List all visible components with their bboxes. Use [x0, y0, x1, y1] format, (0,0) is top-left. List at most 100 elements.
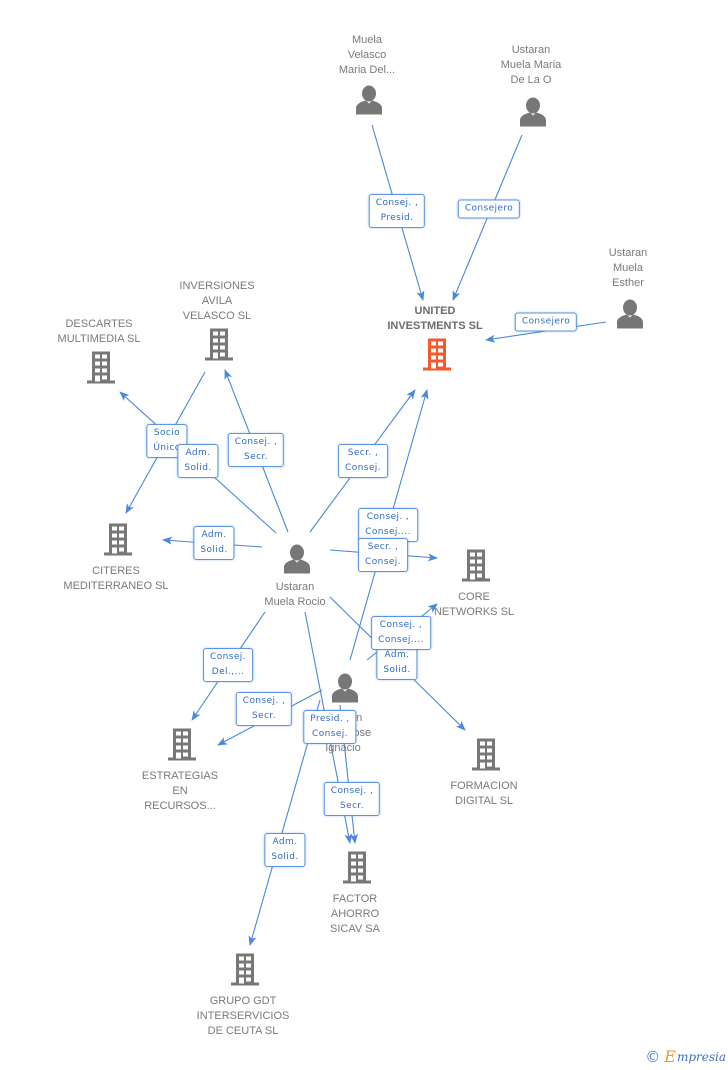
node-label-line: Ustaran: [275, 581, 315, 593]
company-name-label[interactable]: FORMACION DIGITAL SL: [419, 779, 549, 809]
relation-label-line: Secr. ,: [347, 448, 379, 458]
node-label-line: Velasco: [347, 49, 387, 61]
node-label-line: INVERSIONES: [179, 280, 255, 292]
relation-label-line: Solid.: [383, 665, 411, 675]
node-label-line: DESCARTES: [65, 318, 133, 330]
brand-logo-initial: E: [664, 1047, 676, 1066]
relation-label-line: Consej. ,: [379, 620, 423, 630]
relation-label-line: Consej. ,: [375, 198, 419, 208]
building-icon[interactable]: [342, 851, 372, 890]
node-label-line: SICAV SA: [330, 923, 380, 935]
node-label-line: Ustaran: [511, 44, 551, 56]
relation-label-line: Secr.: [244, 452, 268, 462]
node-label-line: Muela: [352, 34, 382, 46]
relation-label-line: Secr. ,: [367, 542, 399, 552]
relation-label[interactable]: Adm. Solid.: [376, 646, 418, 680]
relation-label-line: Consej. ,: [366, 512, 410, 522]
node-label-line: Muela Rocio: [264, 596, 326, 608]
building-icon[interactable]: [167, 728, 197, 767]
relation-label[interactable]: Consej. ,Secr.: [323, 782, 381, 816]
relation-label-line: Presid. ,: [310, 714, 350, 724]
node-label-line: FORMACION: [450, 780, 518, 792]
relation-label[interactable]: Consej. , Consej....: [358, 508, 418, 542]
person-icon[interactable]: [331, 673, 359, 708]
node-label-line: DIGITAL SL: [454, 795, 514, 807]
node-label-line: De La O: [510, 74, 552, 86]
relation-label[interactable]: Adm. Solid.: [177, 444, 219, 478]
copyright-icon: ©: [645, 1047, 661, 1066]
node-label-line: CITERES: [92, 565, 140, 577]
relation-label-line: Único: [153, 443, 181, 453]
relation-label-line: Secr.: [252, 711, 276, 721]
company-name-label[interactable]: UNITED INVESTMENTS SL: [370, 304, 500, 334]
relation-label[interactable]: Consej. , Presid.: [368, 194, 426, 228]
building-icon[interactable]: [471, 738, 501, 777]
node-label-line: UNITED: [414, 305, 456, 317]
relation-label[interactable]: Consej. ,Secr.: [227, 433, 285, 467]
node-label-line: Muela: [613, 262, 643, 274]
person-icon[interactable]: [616, 299, 644, 334]
brand-logo-text: mpresia: [676, 1049, 726, 1064]
relation-label-line: Consejero: [521, 316, 571, 327]
company-name-label[interactable]: ESTRATEGIAS EN RECURSOS...: [115, 769, 245, 814]
node-label-line: ESTRATEGIAS: [141, 770, 219, 782]
node-label-line: Ignacio: [325, 742, 361, 754]
node-label-line: Maria Del...: [338, 64, 396, 76]
relation-label[interactable]: Adm.Solid.: [193, 526, 235, 560]
node-label-line: VELASCO SL: [182, 310, 252, 322]
building-icon[interactable]: [204, 328, 234, 367]
relation-label-line: Solid.: [184, 463, 212, 473]
brand-footer[interactable]: © E mpresia: [645, 1047, 726, 1066]
building-icon[interactable]: [422, 338, 452, 377]
person-icon[interactable]: [355, 85, 383, 120]
company-name-label[interactable]: CITERES MEDITERRANEO SL: [51, 564, 181, 594]
building-icon[interactable]: [461, 549, 491, 588]
node-label-line: DE CEUTA SL: [207, 1025, 279, 1037]
building-icon[interactable]: [230, 953, 260, 992]
relation-label-line: Secr.: [340, 801, 364, 811]
relation-label-line: Del.,...: [211, 667, 245, 677]
relation-label-line: Adm.: [272, 837, 298, 847]
relation-label-line: Socio: [153, 428, 181, 438]
building-icon[interactable]: [86, 351, 116, 390]
relation-label-line: Solid.: [271, 852, 299, 862]
relation-label-line: Consej.: [210, 652, 246, 662]
relation-label[interactable]: Presid. ,Consej.: [303, 710, 357, 744]
relation-label-line: Consej. ,: [242, 696, 286, 706]
relation-label[interactable]: Consej. , Secr.: [235, 692, 293, 726]
node-label-line: RECURSOS...: [144, 800, 216, 812]
node-label-line: NETWORKS SL: [433, 606, 515, 618]
relation-label-line: Solid.: [200, 545, 228, 555]
relation-label[interactable]: Secr. ,Consej.: [358, 538, 408, 572]
relation-label-line: Consej....: [365, 527, 411, 537]
node-label-line: Muela Maria: [500, 59, 562, 71]
node-label-line: EN: [172, 785, 188, 797]
relation-label[interactable]: Adm. Solid.: [264, 833, 306, 867]
relation-label-line: Consejero: [464, 203, 514, 214]
relation-label[interactable]: Consejero: [457, 199, 521, 219]
relation-label-line: Adm.: [384, 650, 410, 660]
relation-label[interactable]: Consej. ,Consej....: [371, 616, 431, 650]
relation-label[interactable]: Secr. ,Consej.: [338, 444, 388, 478]
relation-label[interactable]: Consej. Del.,...: [203, 648, 253, 682]
person-icon[interactable]: [519, 97, 547, 132]
relation-label-line: Presid.: [380, 213, 414, 223]
node-label-line: MEDITERRANEO SL: [63, 580, 169, 592]
building-icon[interactable]: [103, 523, 133, 562]
node-label-line: INVESTMENTS SL: [387, 320, 483, 332]
node-label-line: AVILA: [201, 295, 233, 307]
node-label-line: AHORRO: [330, 908, 380, 920]
company-name-label[interactable]: INVERSIONES AVILA VELASCO SL: [152, 279, 282, 324]
relation-label-line: Adm.: [185, 448, 211, 458]
person-icon[interactable]: [283, 544, 311, 579]
relation-label[interactable]: Consejero: [514, 312, 578, 332]
